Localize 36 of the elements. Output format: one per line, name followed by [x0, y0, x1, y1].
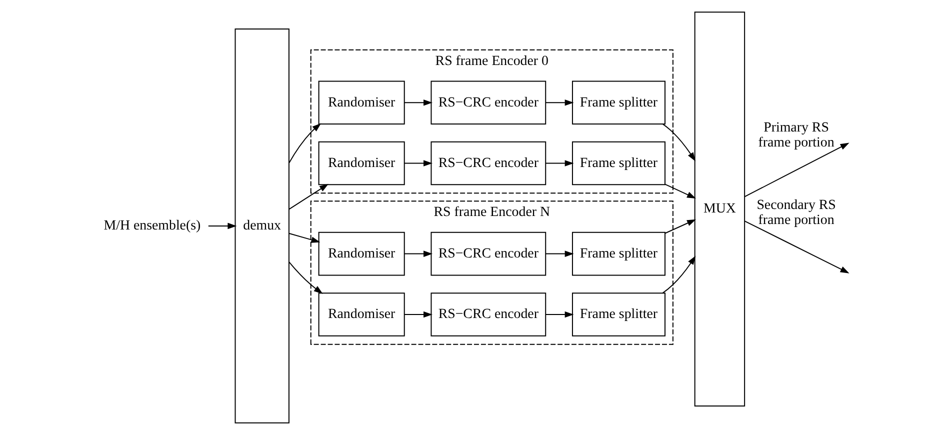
node-box: Randomiser — [318, 80, 405, 124]
node-box: RS−CRC encoder — [430, 80, 546, 124]
arrow — [288, 261, 323, 294]
arrow — [404, 311, 432, 318]
arrow — [744, 142, 850, 198]
node-box: Randomiser — [318, 141, 405, 186]
node-box: Frame splitter — [572, 141, 666, 186]
arrow — [662, 124, 696, 162]
arrow — [404, 99, 432, 106]
edge-label: Primary RS frame portion — [758, 120, 834, 151]
edge-label: Secondary RS frame portion — [756, 198, 836, 228]
arrow — [664, 219, 696, 234]
arrow — [545, 250, 574, 257]
node-box: Frame splitter — [572, 80, 666, 124]
arrow — [545, 99, 574, 106]
node-box: Randomiser — [318, 292, 405, 336]
node-box: Frame splitter — [572, 232, 666, 276]
arrow — [662, 256, 696, 294]
arrow — [664, 184, 696, 199]
arrow — [744, 220, 850, 274]
arrow — [208, 222, 237, 230]
arrow — [545, 311, 574, 318]
node-box: RS−CRC encoder — [430, 232, 546, 276]
node-text: M/H ensemble(s) — [104, 218, 201, 234]
arrow — [545, 160, 574, 166]
node-box: MUX — [694, 12, 746, 406]
node-box: demux — [234, 28, 290, 424]
arrow — [288, 123, 322, 164]
arrow — [404, 250, 432, 257]
node-box: RS−CRC encoder — [430, 292, 546, 336]
node-box: Frame splitter — [572, 292, 666, 336]
node-box: Randomiser — [318, 232, 405, 276]
arrow — [288, 232, 320, 243]
node-box: RS−CRC encoder — [430, 141, 546, 186]
arrow — [404, 160, 432, 166]
arrow — [288, 184, 328, 210]
